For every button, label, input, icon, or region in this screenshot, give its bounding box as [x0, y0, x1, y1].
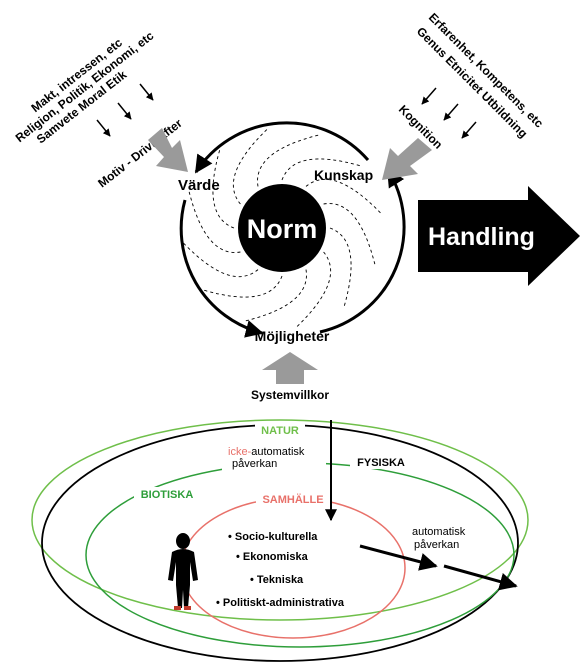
swirl-pattern	[182, 128, 382, 328]
figure-right-shoe	[184, 606, 191, 610]
swirl-line	[323, 203, 376, 265]
automatisk-label: automatisk	[412, 526, 466, 538]
item-ekonomiska: • Ekonomiska	[236, 551, 309, 563]
right-small-arrows	[421, 87, 477, 139]
right-line-2: Genus Etnicitet Utbildning	[414, 24, 530, 140]
item-socio-kulturella: • Socio-kulturella	[228, 531, 318, 543]
swirl-line	[296, 251, 332, 328]
arc-varde-to-mojligheter	[179, 199, 264, 338]
automatisk-arrow-2	[443, 564, 518, 591]
samhalle-label: SAMHÄLLE	[262, 493, 323, 506]
icke-rest: automatisk	[251, 446, 305, 458]
fysiska-label: FYSISKA	[357, 457, 405, 469]
icke-paverkan-label: påverkan	[232, 458, 277, 470]
swirl-line	[305, 178, 382, 214]
icke-label-bg	[222, 442, 326, 472]
swirl-line	[232, 128, 268, 205]
handling-label: Handling	[428, 223, 535, 251]
figure-body	[168, 549, 198, 608]
right-arrow-1	[421, 87, 437, 105]
norm-disc	[238, 184, 326, 272]
arc-kunskap-to-varde	[194, 121, 370, 174]
natur-ellipse	[31, 419, 529, 621]
natur-label-bg	[255, 422, 305, 436]
right-line-1: Erfarenhet, Kompetens, etc	[426, 10, 546, 130]
systemvillkor-grey-arrow	[262, 352, 318, 384]
swirl-line	[257, 134, 319, 187]
paverkan-label: påverkan	[414, 539, 459, 551]
kunskap-label: Kunskap	[314, 167, 373, 183]
human-figure-icon	[168, 533, 198, 610]
handling-arrow	[418, 186, 580, 286]
arc-mojligheter-to-kunskap	[319, 168, 406, 334]
systemvillkor-label: Systemvillkor	[251, 388, 329, 402]
swirl-line	[203, 275, 283, 298]
left-arrow-2	[117, 102, 132, 120]
figure-left-shoe	[174, 606, 181, 610]
competence-text-block: Erfarenhet, Kompetens, etc Genus Etnicit…	[396, 10, 546, 151]
samhalle-label-bg	[256, 492, 330, 506]
left-small-arrows	[96, 83, 154, 137]
right-grey-arrow	[382, 138, 432, 180]
left-arrow-3	[96, 119, 111, 137]
motives-text-block: Makt, intressen, etc Religion, Politik, …	[13, 28, 157, 146]
swirl-line	[212, 149, 235, 229]
left-line-2: Religion, Politik, Ekonomi, etc	[13, 28, 157, 145]
biotiska-label: BIOTISKA	[141, 489, 194, 501]
swirl-line	[182, 242, 259, 278]
item-politiskt-administrativa: • Politiskt-administrativa	[216, 597, 345, 609]
swirl-line	[281, 158, 361, 181]
biotiska-label-bg	[134, 487, 200, 501]
item-tekniska: • Tekniska	[250, 574, 304, 586]
icke-prefix: icke-	[228, 446, 252, 458]
right-arrow-3	[461, 121, 477, 139]
varde-label: Värde	[178, 177, 220, 194]
icke-automatisk-label: icke-automatisk	[228, 446, 305, 458]
swirl-line	[329, 227, 352, 307]
swirl-line	[188, 191, 241, 253]
mojligheter-label: Möjligheter	[255, 328, 330, 344]
automatisk-arrow-1	[359, 544, 438, 571]
fysiska-label-bg	[350, 455, 412, 469]
swirl-line	[245, 269, 307, 322]
left-arrow-1	[139, 83, 154, 101]
cycle-ring	[179, 121, 406, 338]
right-arrow-2	[443, 103, 459, 121]
natur-label: NATUR	[261, 425, 299, 437]
figure-head	[176, 533, 190, 549]
left-grey-arrow	[148, 128, 188, 172]
norm-label: Norm	[247, 214, 318, 244]
